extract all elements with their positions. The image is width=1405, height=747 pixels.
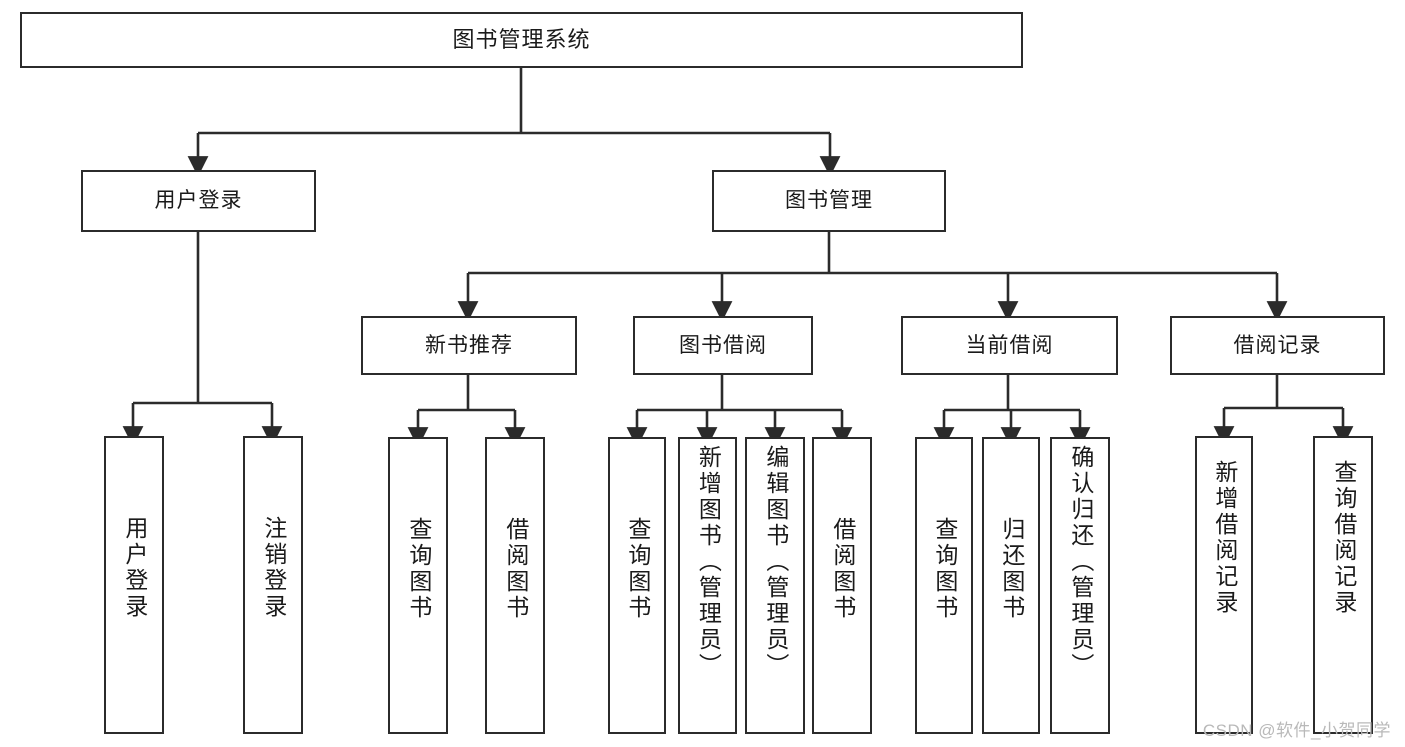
- node-leaf-edit-book[interactable]: 编辑图书（管理员）: [745, 437, 805, 734]
- node-root[interactable]: 图书管理系统: [20, 12, 1023, 68]
- node-leaf-query-book-2[interactable]: 查询图书: [608, 437, 666, 734]
- node-leaf-add-book-label: 新增图书（管理员）: [695, 445, 722, 679]
- node-leaf-query-record[interactable]: 查询借阅记录: [1313, 436, 1373, 734]
- node-borrow-record[interactable]: 借阅记录: [1170, 316, 1385, 375]
- node-leaf-borrow-book-1[interactable]: 借阅图书: [485, 437, 545, 734]
- node-leaf-logout[interactable]: 注销登录: [243, 436, 303, 734]
- node-leaf-return-book-label: 归还图书: [998, 517, 1025, 621]
- node-user-login-label: 用户登录: [154, 189, 243, 213]
- node-leaf-query-book-3-label: 查询图书: [931, 517, 958, 621]
- node-book-manage[interactable]: 图书管理: [712, 170, 946, 232]
- node-new-book-rec-label: 新书推荐: [425, 333, 513, 357]
- node-leaf-add-record[interactable]: 新增借阅记录: [1195, 436, 1253, 734]
- node-leaf-borrow-book-2-label: 借阅图书: [829, 517, 856, 621]
- node-leaf-confirm-return-label: 确认归还（管理员）: [1067, 445, 1094, 679]
- node-leaf-query-book-1[interactable]: 查询图书: [388, 437, 448, 734]
- node-current-borrow-label: 当前借阅: [965, 333, 1054, 357]
- node-leaf-query-book-1-label: 查询图书: [405, 517, 432, 621]
- node-new-book-rec[interactable]: 新书推荐: [361, 316, 577, 375]
- node-leaf-confirm-return[interactable]: 确认归还（管理员）: [1050, 437, 1110, 734]
- node-leaf-query-book-2-label: 查询图书: [624, 517, 651, 621]
- node-root-label: 图书管理系统: [452, 26, 591, 52]
- node-leaf-edit-book-label: 编辑图书（管理员）: [762, 445, 789, 679]
- node-leaf-query-book-3[interactable]: 查询图书: [915, 437, 973, 734]
- node-leaf-logout-label: 注销登录: [260, 516, 287, 620]
- node-current-borrow[interactable]: 当前借阅: [901, 316, 1118, 375]
- node-leaf-add-record-label: 新增借阅记录: [1211, 460, 1238, 616]
- node-leaf-return-book[interactable]: 归还图书: [982, 437, 1040, 734]
- node-leaf-add-book[interactable]: 新增图书（管理员）: [678, 437, 737, 734]
- node-book-manage-label: 图书管理: [785, 189, 873, 213]
- node-leaf-user-login[interactable]: 用户登录: [104, 436, 164, 734]
- node-user-login[interactable]: 用户登录: [81, 170, 316, 232]
- node-borrow-record-label: 借阅记录: [1233, 333, 1322, 357]
- node-book-borrow[interactable]: 图书借阅: [633, 316, 813, 375]
- node-book-borrow-label: 图书借阅: [679, 333, 767, 357]
- node-leaf-borrow-book-2[interactable]: 借阅图书: [812, 437, 872, 734]
- node-leaf-borrow-book-1-label: 借阅图书: [502, 517, 529, 621]
- node-leaf-query-record-label: 查询借阅记录: [1330, 460, 1357, 616]
- watermark: CSDN @软件_小贺同学: [1202, 721, 1391, 740]
- node-leaf-user-login-label: 用户登录: [121, 516, 148, 620]
